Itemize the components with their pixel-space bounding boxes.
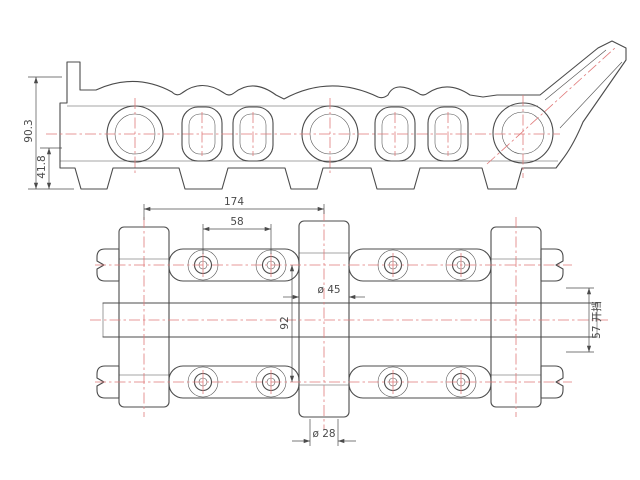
side-view-dimensions: 90.3 41.8 [23, 76, 74, 190]
plan-view-dimensions: 174 58 92 ø 45 ø 28 57 开挡 [143, 196, 603, 446]
dim-overall-height: 90.3 [23, 119, 35, 142]
centerlines [90, 210, 608, 430]
dim-hole-spacing: 58 [230, 216, 243, 228]
dim-boss-diameter: ø 45 [317, 284, 340, 296]
dim-pitch: 174 [224, 196, 244, 208]
track-profile-outline [59, 40, 627, 190]
end-link-inner-edge [559, 61, 623, 129]
dim-inner-gap: 57 开挡 [590, 301, 603, 339]
plan-view [90, 210, 608, 430]
dim-pin-diameter: ø 28 [312, 428, 335, 440]
dim-grouser-height: 41.8 [36, 155, 48, 178]
link-stub [540, 365, 564, 399]
link-stub [540, 248, 564, 282]
link-stub [96, 248, 120, 282]
centerlines [46, 46, 617, 178]
side-elevation-view [46, 40, 627, 190]
link-stub [96, 365, 120, 399]
end-link-inner-edge [544, 49, 607, 101]
dim-link-width: 92 [279, 316, 291, 329]
